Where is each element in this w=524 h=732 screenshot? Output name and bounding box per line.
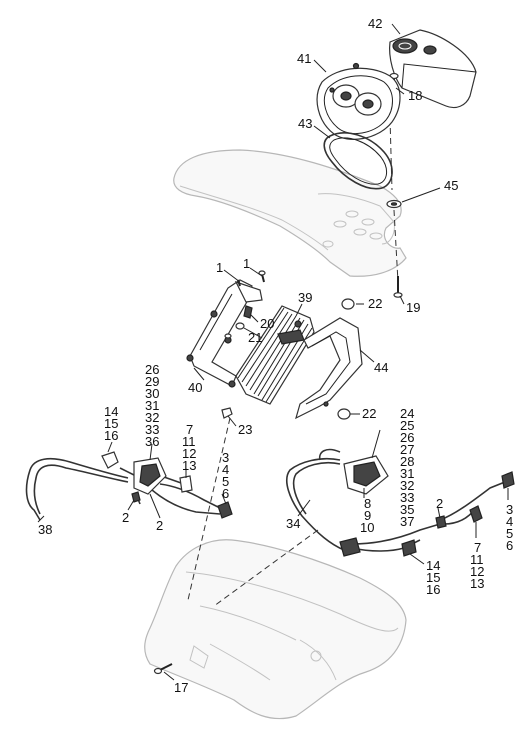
callout-40: 40	[188, 380, 202, 395]
callout-20: 20	[260, 316, 274, 331]
stack-item: 33	[400, 490, 414, 505]
wiring-harness-right	[286, 448, 511, 552]
stack-item: 36	[145, 434, 159, 449]
callout-23: 23	[238, 422, 252, 437]
callout-stack-3-6-right: 3 4 5 6	[506, 502, 513, 553]
callout-2-left-a: 2	[122, 510, 129, 525]
amplifier-part-39	[235, 305, 315, 405]
stack-item: 15	[426, 570, 440, 585]
callout-44: 44	[374, 360, 388, 375]
radio-connector-right	[339, 455, 515, 557]
callout-2-right: 2	[436, 496, 443, 511]
callout-43: 43	[298, 116, 312, 131]
stack-item: 4	[506, 514, 513, 529]
saddlebag-lid-outline	[173, 149, 407, 277]
stack-item: 6	[222, 486, 229, 501]
gasket-part-43	[323, 132, 393, 190]
stack-item: 13	[182, 458, 196, 473]
callout-1-left: 1	[216, 260, 223, 275]
stack-item: 37	[400, 514, 414, 529]
callout-stack-7-13-left: 7 11 12 13	[182, 422, 196, 473]
stack-item: 26	[400, 430, 414, 445]
callout-34: 34	[286, 516, 300, 531]
stack-item: 11	[182, 434, 196, 449]
callout-45: 45	[444, 178, 458, 193]
callout-17: 17	[174, 680, 188, 695]
stack-item: 6	[506, 538, 513, 553]
stack-item: 35	[400, 502, 414, 517]
callout-labels: 42 41 18 43 45 19 1 1 39 22 20 21 44 40 …	[38, 16, 458, 695]
callout-stack-7-13-right: 7 11 12 13	[470, 540, 484, 591]
stack-item: 3	[506, 502, 513, 517]
stack-item: 8	[364, 496, 371, 511]
washer-part-21	[224, 322, 245, 339]
callout-19: 19	[406, 300, 420, 315]
stack-item: 31	[145, 398, 159, 413]
stack-item: 28	[400, 454, 414, 469]
grommet-part-22-bottom	[337, 408, 351, 420]
stack-item: 25	[400, 418, 414, 433]
stack-item: 12	[182, 446, 196, 461]
callout-2-left-b: 2	[156, 518, 163, 533]
stack-item: 12	[470, 564, 484, 579]
grommet-part-22-top	[341, 298, 355, 310]
callout-22-bottom: 22	[362, 406, 376, 421]
stack-item: 16	[104, 428, 118, 443]
callout-41: 41	[297, 51, 311, 66]
bracket-part-40	[186, 279, 263, 388]
screw-part-19	[393, 276, 403, 298]
stack-item: 31	[400, 466, 414, 481]
stack-item: 11	[470, 552, 484, 567]
callout-21: 21	[248, 330, 262, 345]
callout-stack-14-16-left: 14 15 16	[104, 404, 118, 443]
nut-part-23	[221, 407, 233, 419]
callout-stack-3-6-left: 3 4 5 6	[222, 450, 229, 501]
stack-item: 26	[145, 362, 159, 377]
stack-item: 16	[426, 582, 440, 597]
stack-item: 29	[145, 374, 159, 389]
stack-item: 14	[104, 404, 118, 419]
leader-lines	[37, 23, 509, 681]
speaker-part-41	[316, 62, 401, 140]
stack-item: 32	[145, 410, 159, 425]
stack-item: 7	[474, 540, 481, 555]
speaker-cover-part-42	[389, 29, 477, 109]
callout-22-top: 22	[368, 296, 382, 311]
screw-part-17	[153, 663, 173, 675]
stack-item: 14	[426, 558, 440, 573]
stack-item: 9	[364, 508, 371, 523]
callout-stack-24-37: 24 25 26 27 28 31 32 33 35 37	[400, 406, 414, 529]
callout-42: 42	[368, 16, 382, 31]
screw-part-1	[237, 270, 266, 287]
radio-connector-left	[101, 451, 233, 519]
callout-stack-8-10: 8 9 10	[360, 496, 374, 535]
saddlebag-body-outline	[144, 539, 407, 720]
callout-38: 38	[38, 522, 52, 537]
stack-item: 27	[400, 442, 414, 457]
stack-item: 10	[360, 520, 374, 535]
washer-part-45	[386, 199, 402, 209]
callout-18: 18	[408, 88, 422, 103]
stack-item: 15	[104, 416, 118, 431]
stack-item: 33	[145, 422, 159, 437]
stack-item: 32	[400, 478, 414, 493]
callout-39: 39	[298, 290, 312, 305]
stack-item: 4	[222, 462, 229, 477]
fastener-part-20	[243, 305, 253, 319]
stack-item: 5	[222, 474, 229, 489]
stack-item: 3	[222, 450, 229, 465]
callout-stack-26-36: 26 29 30 31 32 33 36	[145, 362, 159, 449]
stack-item: 30	[145, 386, 159, 401]
amplifier-cover-part-44	[295, 317, 363, 420]
stack-item: 5	[506, 526, 513, 541]
stack-item: 13	[470, 576, 484, 591]
callout-stack-14-16-right: 14 15 16	[426, 558, 440, 597]
stack-item: 24	[400, 406, 414, 421]
callout-1-right: 1	[243, 256, 250, 271]
stack-item: 7	[186, 422, 193, 437]
